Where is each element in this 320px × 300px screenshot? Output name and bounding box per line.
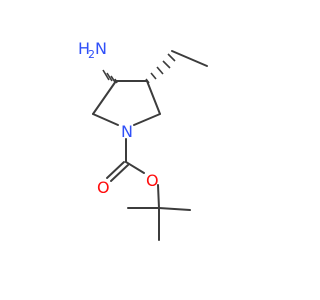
bond-layer <box>92 50 208 241</box>
hashed-wedge-amine <box>102 69 118 84</box>
bond-co-double-a <box>106 161 125 179</box>
ester-oxygen-label: O <box>146 171 159 190</box>
amine-subscript-label: 2 <box>88 48 95 61</box>
bond-tbu-methyl-1 <box>158 207 191 211</box>
bond-c-ester-o <box>125 161 145 174</box>
amine-label: H 2 N <box>78 39 107 61</box>
bond-n1-c2 <box>92 113 119 126</box>
bond-o-tbu-c <box>157 184 160 209</box>
bond-ch2-ch3 <box>171 50 208 67</box>
bond-c2-c3 <box>92 80 117 115</box>
bond-c5-n1 <box>133 113 161 126</box>
amine-n-label: N <box>95 39 107 58</box>
bond-c4-c5 <box>146 80 161 115</box>
ring-nitrogen-label: N <box>121 122 133 141</box>
bond-co-double-b <box>110 164 129 182</box>
hashed-wedge-ethyl <box>145 53 176 84</box>
carbonyl-oxygen-label: O <box>97 178 110 197</box>
molecule-canvas: H 2 N N O O <box>78 39 208 241</box>
amine-h-label: H <box>78 39 90 58</box>
